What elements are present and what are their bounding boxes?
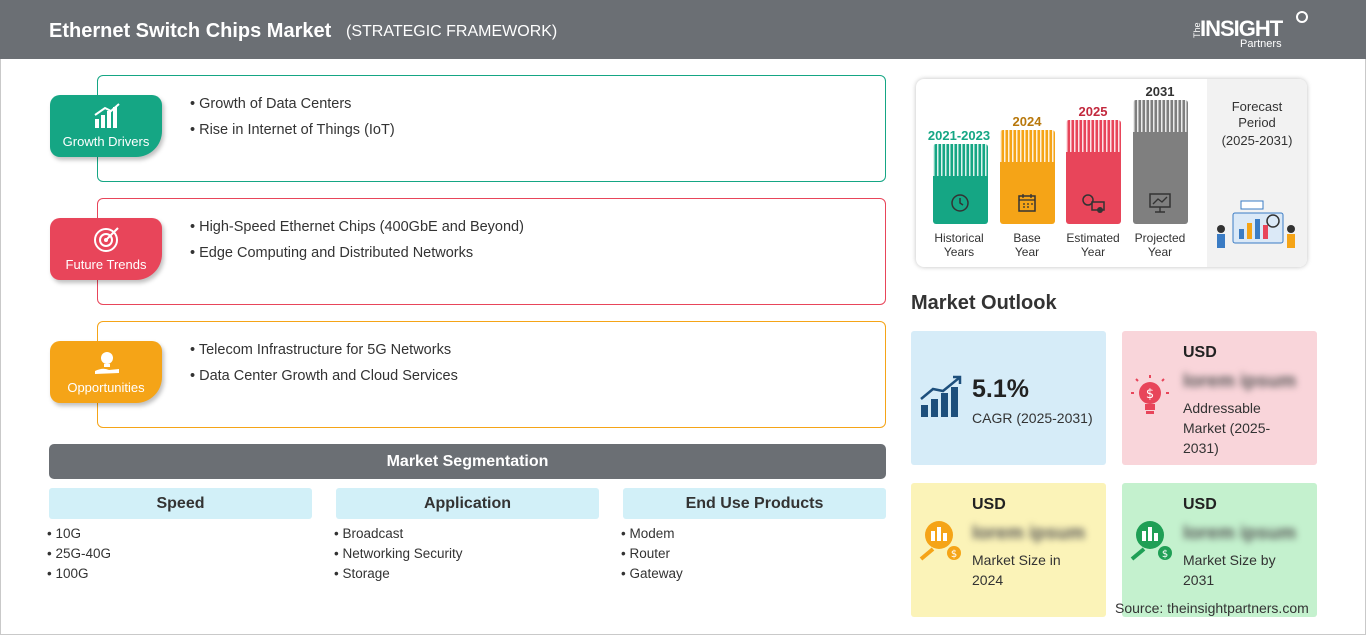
list-item: Storage <box>334 566 463 581</box>
forecast-label: Forecast <box>1231 99 1283 114</box>
lightbulb-hand-icon <box>95 352 119 374</box>
future-trends-badge: Future Trends <box>50 218 162 280</box>
opportunities-badge: Opportunities <box>50 341 162 403</box>
opportunity-item: Data Center Growth and Cloud Services <box>190 368 458 384</box>
money-chart-icon: $ <box>1130 521 1172 561</box>
addressable-value: lorem ipsum <box>1183 371 1296 392</box>
speed-list: 10G 25G-40G 100G <box>47 526 111 586</box>
badge-label: Growth Drivers <box>62 134 150 149</box>
addressable-usd: USD <box>1183 344 1217 361</box>
cagr-label: CAGR (2025-2031) <box>972 410 1093 426</box>
logo-arc-icon <box>1296 11 1308 23</box>
market-outlook-title: Market Outlook <box>911 292 1057 314</box>
header-bar: Ethernet Switch Chips Market (STRATEGIC … <box>0 0 1366 59</box>
growth-driver-item: Rise in Internet of Things (IoT) <box>190 122 395 138</box>
lightbulb-dollar-icon: $ <box>1131 375 1169 414</box>
list-item: 25G-40G <box>47 546 111 561</box>
forecast-range: (2025-2031) <box>1221 133 1293 148</box>
timeline-bar-estimated <box>1066 120 1121 224</box>
estimate-gears-icon <box>1082 194 1105 213</box>
timeline-bar-projected <box>1133 100 1188 224</box>
list-item: Modem <box>621 526 683 541</box>
size-2031-value: lorem ipsum <box>1183 523 1296 544</box>
opportunity-item: Telecom Infrastructure for 5G Networks <box>190 342 458 358</box>
page-subtitle: (STRATEGIC FRAMEWORK) <box>346 23 558 40</box>
segment-head-end-use: End Use Products <box>623 488 886 519</box>
timeline-bar-historical <box>933 144 988 224</box>
opportunities-card: Telecom Infrastructure for 5G NetworksDa… <box>97 321 886 428</box>
list-item: Broadcast <box>334 526 463 541</box>
analytics-people-icon <box>1217 200 1295 248</box>
size-2024-usd: USD <box>972 496 1006 513</box>
segment-head-application: Application <box>336 488 599 519</box>
badge-label: Future Trends <box>65 257 147 272</box>
page-title: Ethernet Switch Chips Market <box>49 20 332 42</box>
timeline-year-estimated: 2025 <box>1078 104 1108 119</box>
money-chart-icon: $ <box>919 521 961 561</box>
target-icon <box>94 227 119 252</box>
forecast-label: Period <box>1238 115 1276 130</box>
growth-chart-icon <box>94 103 120 128</box>
source-note: Source: theinsightpartners.com <box>1115 600 1309 616</box>
timeline-year-projected: 2031 <box>1145 84 1175 99</box>
timeline-bar-base <box>1000 130 1055 224</box>
growth-drivers-card: Growth of Data CentersRise in Internet o… <box>97 75 886 182</box>
future-trend-item: Edge Computing and Distributed Networks <box>190 245 524 261</box>
svg-text:$: $ <box>1146 387 1154 402</box>
list-item: Gateway <box>621 566 682 581</box>
list-item: 10G <box>47 526 111 541</box>
size-2031-usd: USD <box>1183 496 1217 513</box>
growth-bars-icon <box>920 375 962 417</box>
list-item: Networking Security <box>334 546 462 561</box>
forecast-period-panel: Forecast Period (2025-2031) <box>1207 79 1307 267</box>
cagr-value: 5.1% <box>972 375 1029 403</box>
insight-partners-logo[interactable]: The INSIGHT Partners <box>1192 10 1312 52</box>
size-2024-value: lorem ipsum <box>972 523 1085 544</box>
calendar-icon <box>1018 194 1036 212</box>
growth-drivers-badge: Growth Drivers <box>50 95 162 157</box>
future-trend-item: High-Speed Ethernet Chips (400GbE and Be… <box>190 219 524 235</box>
svg-text:$: $ <box>1162 549 1168 560</box>
application-list: Broadcast Networking Security Storage <box>334 526 463 586</box>
projection-board-icon <box>1149 193 1171 213</box>
timeline-year-base: 2024 <box>1012 114 1042 129</box>
future-trends-card: High-Speed Ethernet Chips (400GbE and Be… <box>97 198 886 305</box>
market-segmentation-title: Market Segmentation <box>49 444 886 479</box>
segment-head-speed: Speed <box>49 488 312 519</box>
list-item: Router <box>621 546 683 561</box>
cagr-box: 5.1% CAGR (2025-2031) <box>911 331 1106 465</box>
list-item: 100G <box>47 566 111 581</box>
svg-text:$: $ <box>951 549 957 560</box>
growth-driver-item: Growth of Data Centers <box>190 96 395 112</box>
end-use-list: Modem Router Gateway <box>621 526 683 586</box>
history-clock-icon <box>951 194 969 212</box>
timeline-year-historical: 2021-2023 <box>927 128 991 143</box>
badge-label: Opportunities <box>67 380 145 395</box>
